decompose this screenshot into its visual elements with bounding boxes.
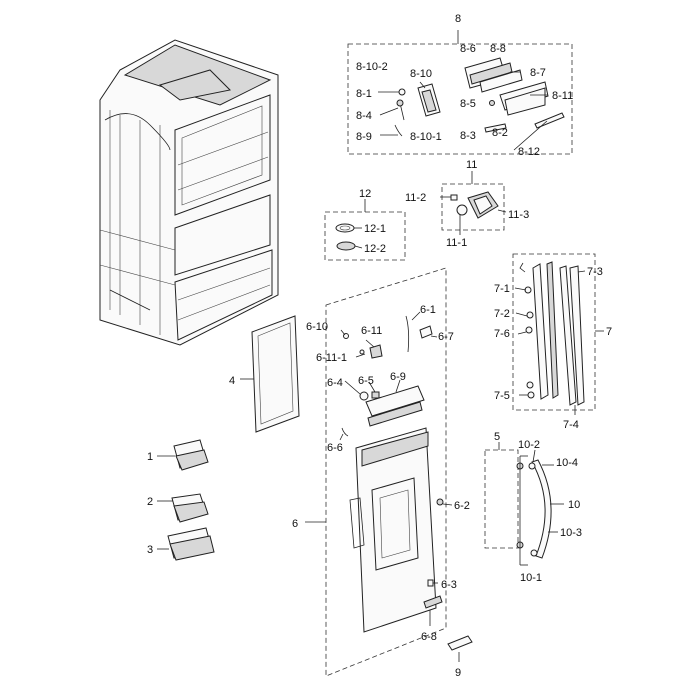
part-9 (447, 635, 473, 662)
label-6-5: 6-5 (358, 375, 374, 387)
label-8-4: 8-4 (356, 110, 372, 122)
label-7-5: 7-5 (494, 390, 510, 402)
label-7-6: 7-6 (494, 328, 510, 340)
label-12-1: 12-1 (364, 223, 386, 235)
label-7-1: 7-1 (494, 283, 510, 295)
label-9: 9 (455, 667, 461, 679)
label-6-8: 6-8 (421, 631, 437, 643)
label-4: 4 (229, 375, 235, 387)
label-6: 6 (292, 518, 298, 530)
label-5: 5 (494, 431, 500, 443)
label-10: 10 (568, 499, 580, 511)
label-8-3: 8-3 (460, 130, 476, 142)
assembly-11 (440, 171, 507, 235)
label-8-11: 8-11 (552, 90, 573, 102)
label-8-5: 8-5 (460, 98, 476, 110)
label-8-12: 8-12 (518, 146, 540, 158)
handle-10 (519, 449, 564, 566)
assembly-8 (347, 30, 573, 155)
part-labels: 8 8-6 8-8 8-10-2 8-10 8-7 8-1 8-11 8-5 8… (147, 13, 612, 679)
label-3: 3 (147, 544, 153, 556)
door-gasket-4 (240, 315, 300, 433)
label-6-9: 6-9 (390, 371, 406, 383)
label-8-10-2: 8-10-2 (356, 61, 388, 73)
label-8-7: 8-7 (530, 67, 546, 79)
label-8-2: 8-2 (492, 127, 508, 139)
label-1: 1 (147, 451, 153, 463)
label-10-1: 10-1 (520, 572, 542, 584)
label-7-4: 7-4 (563, 419, 579, 431)
label-6-11: 6-11 (361, 325, 382, 337)
label-7-2: 7-2 (494, 308, 510, 320)
label-11-3: 11-3 (508, 209, 529, 221)
label-8-8: 8-8 (490, 43, 506, 55)
label-8-10-1: 8-10-1 (410, 131, 442, 143)
label-6-10: 6-10 (306, 321, 328, 333)
label-2: 2 (147, 496, 153, 508)
label-10-3: 10-3 (560, 527, 582, 539)
label-6-1: 6-1 (420, 304, 436, 316)
label-8: 8 (455, 13, 461, 25)
assembly-7 (512, 253, 604, 415)
label-6-7: 6-7 (438, 331, 454, 343)
label-10-2: 10-2 (518, 439, 540, 451)
label-11-1: 11-1 (446, 237, 467, 249)
door-assembly-6 (305, 267, 453, 677)
label-7: 7 (606, 326, 612, 338)
label-6-6: 6-6 (327, 442, 343, 454)
door-bin-3 (157, 527, 215, 561)
door-bin-1 (157, 439, 209, 471)
door-bin-2 (157, 493, 209, 523)
label-8-10: 8-10 (410, 68, 432, 80)
label-8-6: 8-6 (460, 43, 476, 55)
label-6-2: 6-2 (454, 500, 470, 512)
label-12-2: 12-2 (364, 243, 386, 255)
label-8-9: 8-9 (356, 131, 372, 143)
label-10-4: 10-4 (556, 457, 578, 469)
label-11-2: 11-2 (405, 192, 426, 204)
label-11: 11 (466, 159, 477, 171)
label-6-4: 6-4 (327, 377, 343, 389)
label-7-3: 7-3 (587, 266, 603, 278)
label-6-3: 6-3 (441, 579, 457, 591)
label-6-11-1: 6-11-1 (316, 352, 347, 364)
label-8-1: 8-1 (356, 88, 372, 100)
assembly-12 (324, 199, 406, 261)
bracket-5 (484, 442, 524, 549)
refrigerator-cabinet (99, 39, 279, 346)
label-12: 12 (359, 188, 371, 200)
